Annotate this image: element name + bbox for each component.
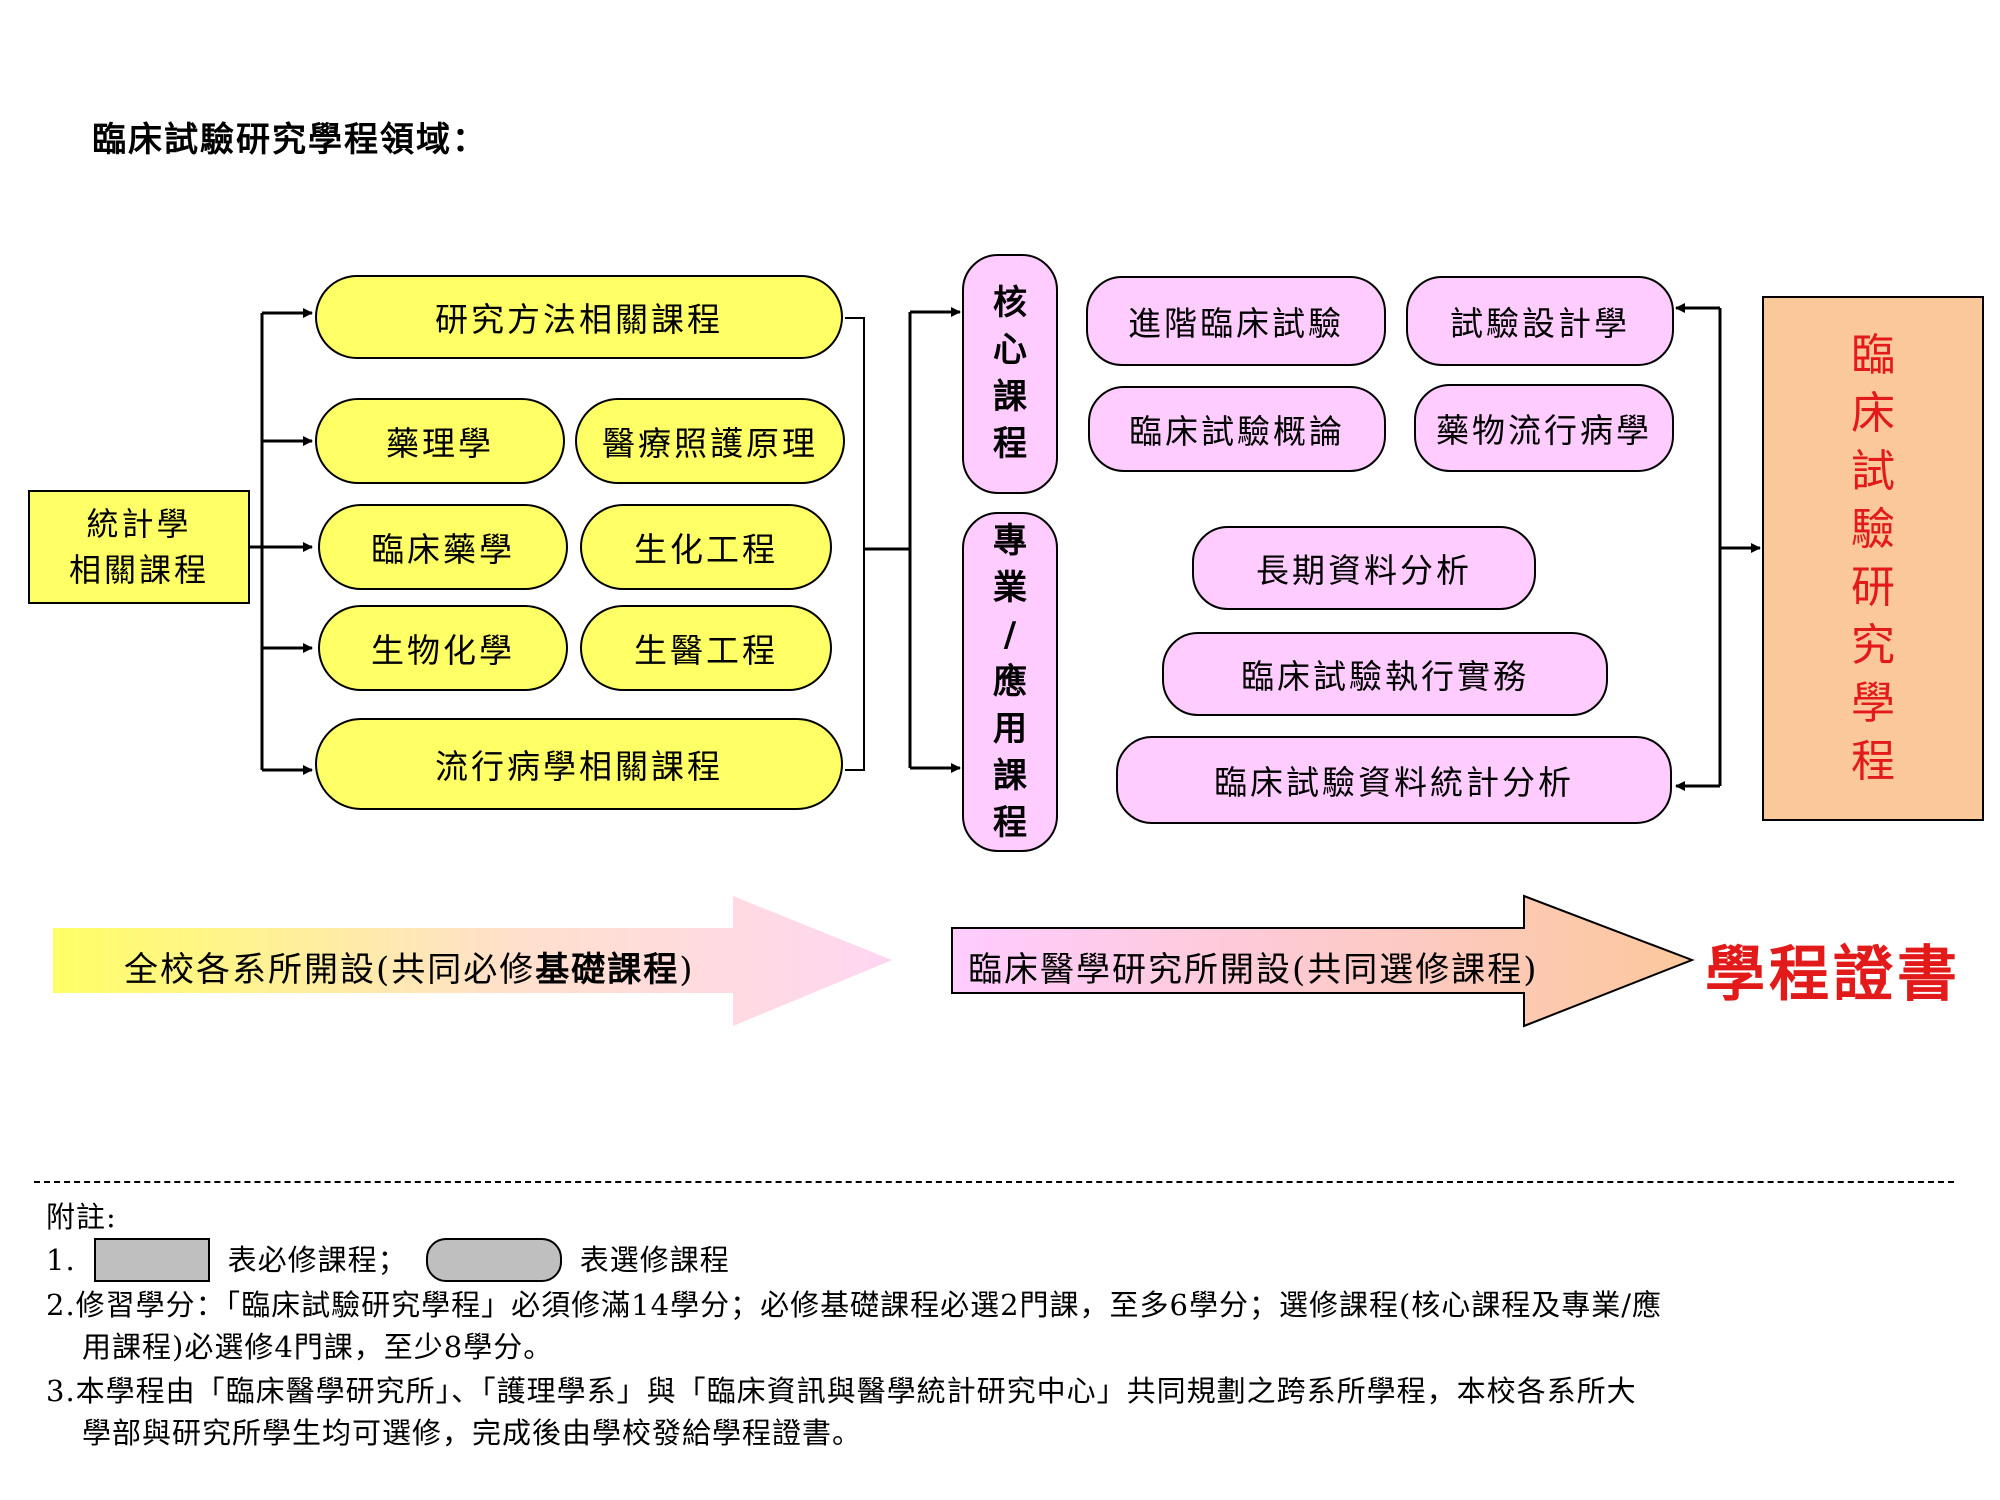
course-biochemical-engineering: 生化工程 (580, 504, 832, 590)
note1-prefix: 1. (46, 1243, 76, 1277)
arrow1-end: ) (679, 950, 695, 990)
course-pharmacoepidemiology: 藥物流行病學 (1414, 384, 1674, 472)
course-nursing-principles: 醫療照護原理 (575, 398, 845, 484)
arrow-foundation (53, 896, 892, 1026)
prof-label-char: 課 (993, 755, 1027, 796)
course-pharmacology: 藥理學 (315, 398, 565, 484)
prof-label-char: 應 (993, 661, 1027, 702)
course-biomedical-engineering: 生醫工程 (580, 605, 832, 691)
program-char: 究 (1851, 619, 1895, 671)
dashed-divider (34, 1181, 1954, 1183)
elective-legend-label: 表選修課程 (579, 1243, 730, 1277)
course-clinical-pharmacy: 臨床藥學 (318, 504, 568, 590)
course-advanced-trials: 進階臨床試驗 (1086, 276, 1386, 366)
note3-line1: 3.本學程由「臨床醫學研究所」、「護理學系」與「臨床資訊與醫學統計研究中心」共同… (46, 1374, 1637, 1408)
notes-legend-row: 1. 表必修課程； 表選修課程 (46, 1238, 730, 1282)
prof-label-char: 專 (993, 520, 1027, 561)
statistics-line1: 統計學 (86, 505, 192, 543)
course-biochemistry: 生物化學 (318, 605, 568, 691)
note2-line2: 用課程)必選修4門課，至少8學分。 (82, 1330, 554, 1364)
elective-legend-swatch (425, 1238, 562, 1282)
course-research-methods: 研究方法相關課程 (315, 275, 843, 359)
core-label-char: 心 (993, 330, 1027, 370)
program-char: 床 (1851, 387, 1895, 439)
core-label-char: 核 (993, 283, 1027, 323)
program-char: 臨 (1851, 329, 1895, 381)
prof-label-char: 業 (993, 567, 1027, 608)
prof-label-char: 用 (993, 708, 1027, 749)
required-legend-swatch (93, 1238, 210, 1282)
notes-heading: 附註: (46, 1200, 117, 1234)
program-char: 試 (1851, 445, 1895, 497)
arrow-foundation-label: 全校各系所開設(共同必修基礎課程) (124, 942, 695, 991)
program-box: 臨 床 試 驗 研 究 學 程 (1762, 296, 1984, 821)
prof-label-char: / (1003, 614, 1017, 655)
arrow1-text: 全校各系所開設(共同必修 (124, 950, 536, 990)
statistics-line2: 相關課程 (68, 551, 209, 589)
core-courses-label: 核 心 課 程 (962, 254, 1058, 494)
core-label-char: 程 (993, 424, 1027, 464)
course-longitudinal-analysis: 長期資料分析 (1192, 526, 1536, 610)
program-char: 研 (1851, 561, 1895, 613)
program-char: 驗 (1851, 503, 1895, 555)
course-trial-statistics: 臨床試驗資料統計分析 (1116, 736, 1672, 824)
certificate-label: 學程證書 (1705, 940, 1961, 1010)
note3-line2: 學部與研究所學生均可選修，完成後由學校發給學程證書。 (82, 1416, 863, 1450)
arrow-elective-label: 臨床醫學研究所開設(共同選修課程) (968, 950, 1539, 990)
required-legend-label: 表必修課程； (227, 1243, 408, 1277)
program-char: 學 (1851, 677, 1895, 729)
note2-line1: 2.修習學分：「臨床試驗研究學程」必須修滿14學分；必修基礎課程必選2門課，至多… (46, 1288, 1663, 1322)
prof-label-char: 程 (993, 802, 1027, 843)
core-label-char: 課 (993, 377, 1027, 417)
page-title: 臨床試驗研究學程領域： (92, 120, 488, 160)
course-intro-trials: 臨床試驗概論 (1088, 386, 1386, 472)
program-char: 程 (1851, 735, 1895, 787)
course-epidemiology: 流行病學相關課程 (315, 718, 843, 810)
arrow1-bold: 基礎課程 (535, 950, 680, 990)
professional-courses-label: 專 業 / 應 用 課 程 (962, 512, 1058, 852)
course-trial-execution: 臨床試驗執行實務 (1162, 632, 1608, 716)
course-trial-design: 試驗設計學 (1406, 276, 1674, 366)
arrow-elective (951, 894, 1695, 1028)
statistics-courses-box: 統計學 相關課程 (28, 490, 250, 604)
